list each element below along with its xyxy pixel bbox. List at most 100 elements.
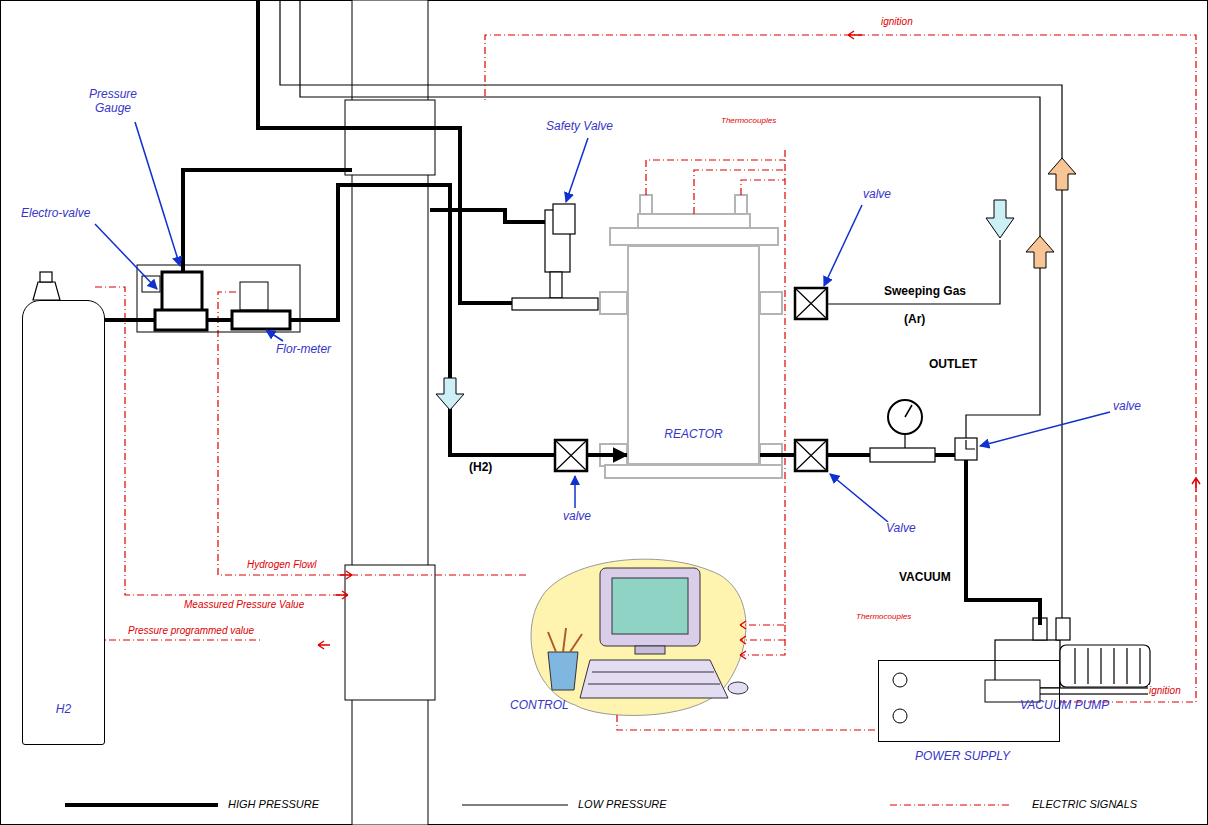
cylinder-parts <box>33 282 60 300</box>
part-name: valve <box>862 188 892 202</box>
valve-symbol <box>795 440 827 471</box>
valve-symbol <box>795 288 827 319</box>
reactor-body <box>605 465 782 478</box>
vacuum-pump: VACUUM PUMP <box>995 625 1150 690</box>
flow-meter-symbol <box>240 282 268 310</box>
signal-name: Thermocouples <box>855 612 912 621</box>
signal-wire <box>95 287 345 595</box>
valve-symbol <box>555 440 587 471</box>
legend-sample <box>462 804 568 805</box>
signal-wire <box>485 35 1196 702</box>
flow-direction-arrow <box>986 200 1014 238</box>
control-computer: CONTROL <box>505 555 735 715</box>
part-name: Valve <box>885 522 917 536</box>
vacuum-pump-drawing <box>1075 648 1140 684</box>
signal-name: Pressure programmed value <box>127 625 255 637</box>
leader-line <box>95 122 1110 522</box>
part-name: valve <box>1112 400 1142 414</box>
signal-arrow <box>318 641 330 649</box>
pressure-gauge-dial <box>905 405 912 417</box>
safety-valve-symbol <box>550 272 562 298</box>
computer-clipart <box>600 568 700 646</box>
leader-line <box>135 122 180 266</box>
cylinder-parts <box>40 272 52 282</box>
flow-meter-symbol <box>232 282 290 329</box>
computer-clipart <box>612 578 688 634</box>
signal-wire <box>741 180 785 195</box>
computer-clipart <box>531 559 748 715</box>
flow-direction-arrow <box>1026 236 1054 268</box>
vacuum-pump-drawing <box>1056 618 1070 640</box>
leader-line <box>574 476 576 508</box>
reactor-body <box>638 214 750 228</box>
support-column <box>345 100 435 175</box>
electro-valve-symbol <box>155 310 207 330</box>
node-label: H2 <box>23 702 104 716</box>
signal-name: ignition <box>880 16 914 28</box>
signal-name: Thermocouples <box>720 116 777 125</box>
signal-arrow <box>1192 478 1200 492</box>
legend-sample <box>65 805 1010 806</box>
high-pressure-pipe <box>183 170 352 272</box>
power-supply-controls <box>893 673 907 687</box>
node-label: REACTOR <box>629 427 758 441</box>
low-pressure-pipe <box>828 240 1000 304</box>
vacuum-line <box>760 455 1040 625</box>
computer-clipart <box>548 628 582 652</box>
signal-wire <box>617 715 878 730</box>
signal-arrow <box>848 31 862 39</box>
pressure-gauge-dial <box>870 400 935 462</box>
gas-cylinder: H2 <box>22 300 105 745</box>
leader-line <box>824 205 862 286</box>
reactor-body <box>640 195 652 214</box>
support-column <box>345 0 435 825</box>
legend-text: ELECTRIC SIGNALS <box>1032 798 1137 810</box>
legend-sample <box>65 803 218 807</box>
part-name: OUTLET <box>928 358 978 372</box>
part-name: Sweeping Gas <box>883 285 967 299</box>
signal-wire <box>218 292 528 575</box>
part-name: Safety Valve <box>545 120 614 134</box>
signal-wire <box>95 639 262 640</box>
safety-valve-symbol <box>553 204 575 234</box>
signal-wire <box>646 160 785 195</box>
part-name: Pressure Gauge <box>80 88 146 116</box>
high-pressure-pipe <box>258 0 512 303</box>
signal-wire <box>740 625 785 655</box>
high-pressure-pipe <box>183 0 545 303</box>
part-name: Electro-valve <box>20 207 91 221</box>
computer-clipart <box>728 682 748 694</box>
pressure-gauge-dial <box>870 448 935 462</box>
computer-clipart <box>580 660 728 698</box>
leader-line <box>980 412 1110 446</box>
reactor-body <box>600 195 782 478</box>
leader-line <box>95 224 157 289</box>
signal-arrow <box>340 571 352 579</box>
power-supply: POWER SUPPLY <box>878 660 1060 742</box>
power-supply-controls <box>893 709 907 723</box>
high-pressure-line <box>105 185 627 455</box>
electro-valve-symbol <box>137 265 300 332</box>
legend-text: HIGH PRESSURE <box>228 798 319 810</box>
vacuum-pump-drawing <box>1060 645 1150 687</box>
node-label: CONTROL <box>510 698 569 712</box>
safety-valve-symbol <box>512 204 598 310</box>
part-name: Flor-meter <box>275 343 332 357</box>
computer-clipart <box>635 646 665 654</box>
reactor-body <box>760 292 782 314</box>
leader-line <box>830 474 888 522</box>
flow-meter-symbol <box>232 311 290 329</box>
flow-direction-arrow <box>436 378 464 410</box>
low-pressure-pipe <box>904 434 905 448</box>
signal-arrow <box>740 621 746 659</box>
electro-valve-symbol <box>142 276 160 292</box>
low-pressure-pipe <box>280 0 1062 625</box>
signal-wire <box>95 35 1196 702</box>
electro-valve-symbol <box>137 265 300 332</box>
reactor-body <box>600 292 627 314</box>
valve-symbol <box>555 440 587 471</box>
node-label: VACUUM PUMP <box>1020 698 1109 712</box>
